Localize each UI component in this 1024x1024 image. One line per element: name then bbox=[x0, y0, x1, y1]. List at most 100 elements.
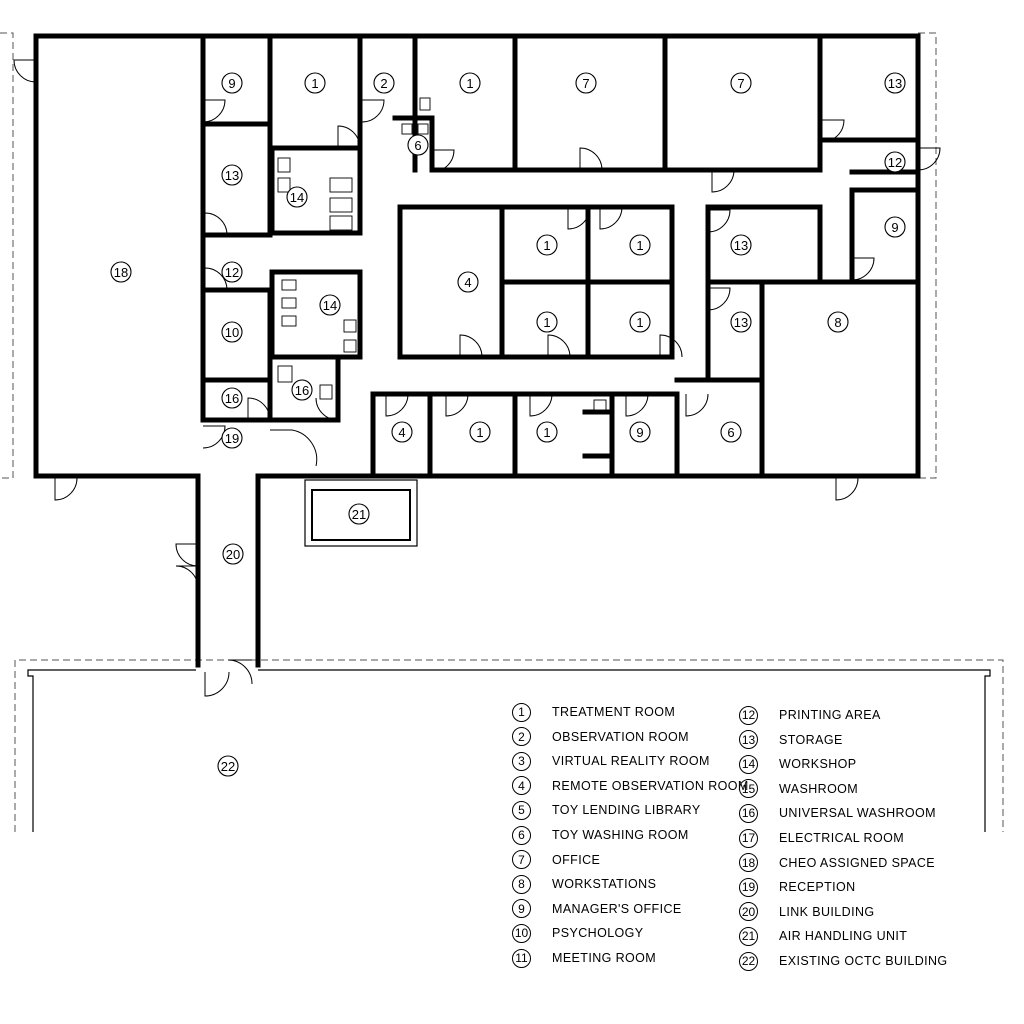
legend-number: 14 bbox=[739, 754, 758, 774]
room-tag-circle bbox=[629, 421, 651, 443]
legend-number: 16 bbox=[739, 803, 758, 823]
room-tag: 19 bbox=[221, 427, 243, 449]
room-tag-circle bbox=[373, 72, 395, 94]
legend-label: WASHROOM bbox=[779, 781, 859, 796]
room-tag-number: 1 bbox=[636, 238, 643, 253]
room-tag-number: 18 bbox=[114, 265, 128, 280]
legend-item: 4 REMOTE OBSERVATION ROOM bbox=[512, 775, 749, 797]
legend-label: ELECTRICAL ROOM bbox=[779, 831, 905, 845]
legend-item: 17 ELECTRICAL ROOM bbox=[739, 827, 904, 849]
room-tag: 22 bbox=[217, 755, 239, 777]
legend-label: PSYCHOLOGY bbox=[552, 926, 644, 941]
room-tag: 9 bbox=[884, 216, 906, 238]
legend-label: MEETING ROOM bbox=[552, 951, 657, 965]
legend-label: OBSERVATION ROOM bbox=[552, 729, 689, 744]
room-tag-number: 1 bbox=[543, 425, 550, 440]
room-tag-number: 1 bbox=[636, 315, 643, 330]
room-tag-number: 9 bbox=[636, 425, 643, 440]
room-tag-circle bbox=[884, 216, 906, 238]
legend-number: 18 bbox=[739, 853, 758, 873]
room-tag: 13 bbox=[730, 311, 752, 333]
legend-number: 19 bbox=[739, 877, 758, 897]
room-tag-circle bbox=[827, 311, 849, 333]
room-tag: 21 bbox=[348, 503, 370, 525]
room-tag: 1 bbox=[469, 421, 491, 443]
room-tag-circle bbox=[291, 379, 313, 401]
room-tag-number: 10 bbox=[225, 325, 239, 340]
room-tag-number: 19 bbox=[225, 431, 239, 446]
room-tag-circle bbox=[730, 72, 752, 94]
existing-building-outline bbox=[0, 32, 1004, 832]
room-tag: 1 bbox=[304, 72, 326, 94]
room-tag-number: 13 bbox=[225, 168, 239, 183]
room-tag-number: 12 bbox=[225, 265, 239, 280]
room-tag-number: 1 bbox=[466, 76, 473, 91]
room-tag-circle bbox=[469, 421, 491, 443]
room-tag: 20 bbox=[222, 543, 244, 565]
legend-label: AIR HANDLING UNIT bbox=[779, 929, 908, 944]
legend-number: 4 bbox=[512, 776, 531, 796]
room-tag-number: 2 bbox=[380, 76, 387, 91]
room-tag-circle bbox=[407, 134, 429, 156]
legend-number: 17 bbox=[739, 828, 758, 848]
room-tag-number: 21 bbox=[352, 507, 366, 522]
room-tag-number: 14 bbox=[290, 190, 304, 205]
room-tag-circle bbox=[884, 72, 906, 94]
room-tag-number: 1 bbox=[476, 425, 483, 440]
room-tag-number: 9 bbox=[891, 220, 898, 235]
room-tag-circle bbox=[222, 543, 244, 565]
room-tag-circle bbox=[221, 427, 243, 449]
legend-number: 7 bbox=[512, 850, 531, 870]
room-tag-number: 14 bbox=[323, 298, 337, 313]
room-tag-number: 8 bbox=[834, 315, 841, 330]
room-tag-circle bbox=[286, 186, 308, 208]
room-tag-number: 1 bbox=[311, 76, 318, 91]
room-tag-number: 16 bbox=[225, 391, 239, 406]
room-tag-circle bbox=[536, 421, 558, 443]
room-tag-circle bbox=[459, 72, 481, 94]
door-swings bbox=[13, 59, 941, 697]
legend-number: 9 bbox=[512, 899, 531, 919]
legend-label: REMOTE OBSERVATION ROOM bbox=[552, 778, 749, 793]
room-tag-circle bbox=[221, 321, 243, 343]
room-tag-number: 7 bbox=[582, 76, 589, 91]
legend-label: LINK BUILDING bbox=[779, 904, 875, 919]
room-tag: 8 bbox=[827, 311, 849, 333]
main-building-walls bbox=[33, 33, 921, 668]
room-tag-circle bbox=[720, 421, 742, 443]
legend-number: 13 bbox=[739, 730, 758, 750]
room-tag-circle bbox=[348, 503, 370, 525]
legend-label: PRINTING AREA bbox=[779, 708, 881, 722]
room-tag-circle bbox=[221, 72, 243, 94]
room-tag: 16 bbox=[291, 379, 313, 401]
legend-number: 1 bbox=[512, 702, 531, 722]
room-tag: 4 bbox=[457, 271, 479, 293]
room-tag-circle bbox=[304, 72, 326, 94]
legend-number: 11 bbox=[512, 948, 531, 968]
room-tag: 1 bbox=[629, 234, 651, 256]
room-tag-number: 13 bbox=[734, 315, 748, 330]
air-handling-unit-outline bbox=[304, 479, 418, 547]
room-tag-number: 1 bbox=[543, 238, 550, 253]
room-tag-number: 6 bbox=[727, 425, 734, 440]
legend-label: OFFICE bbox=[552, 852, 601, 867]
room-tag: 10 bbox=[221, 321, 243, 343]
legend-label: TREATMENT ROOM bbox=[552, 705, 676, 719]
room-tag-circle bbox=[730, 234, 752, 256]
room-tag-number: 4 bbox=[464, 275, 471, 290]
legend-number: 5 bbox=[512, 800, 531, 820]
legend-label: EXISTING OCTC BUILDING bbox=[779, 954, 948, 968]
room-tag: 9 bbox=[629, 421, 651, 443]
legend-number: 6 bbox=[512, 825, 531, 845]
legend-label: VIRTUAL REALITY ROOM bbox=[552, 754, 710, 769]
legend-item: 7 OFFICE bbox=[512, 849, 600, 871]
legend-label: UNIVERSAL WASHROOM bbox=[779, 806, 936, 821]
